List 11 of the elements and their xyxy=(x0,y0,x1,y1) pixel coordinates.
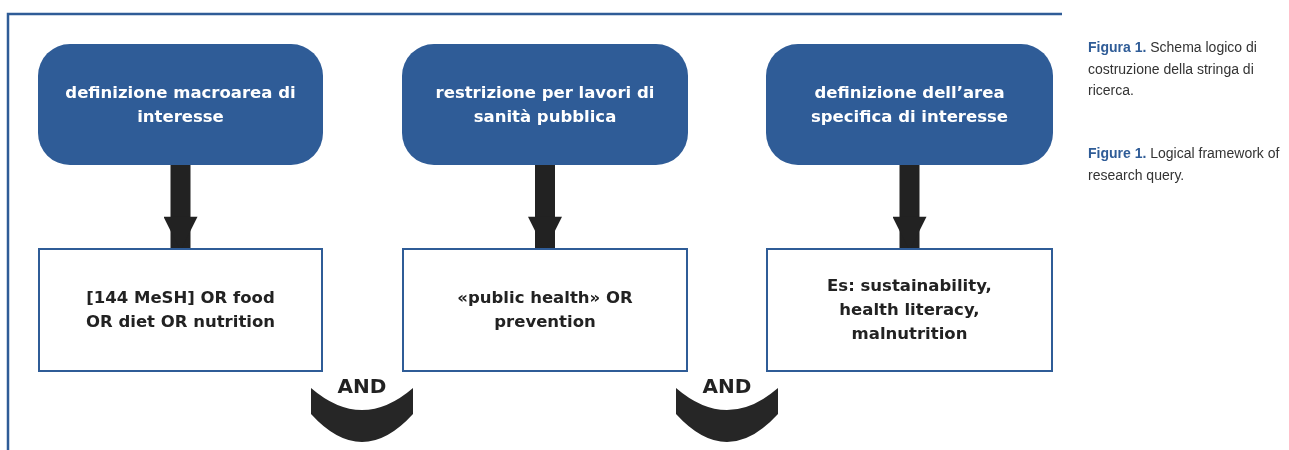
process-box: definizione macroarea di interesse xyxy=(38,44,323,165)
block-arrow xyxy=(163,165,198,251)
figure-caption: Figure 1. Logical framework of research query. xyxy=(1088,144,1281,185)
figure-caption: Figura 1. Schema logico di costruzione della stringa di ricerca. xyxy=(1088,38,1258,101)
query-box: «public health» OR prevention xyxy=(402,248,688,372)
block-arrow xyxy=(528,165,562,251)
query-box: [144 MeSH] OR food OR diet OR nutrition xyxy=(38,248,323,372)
block-arrow xyxy=(892,165,927,251)
query-box: Es: sustainability, health literacy, malnutrition xyxy=(766,248,1053,372)
process-box: definizione dell’area specifica di interesse xyxy=(766,44,1053,165)
process-box: restrizione per lavori di sanità pubblica xyxy=(402,44,688,165)
